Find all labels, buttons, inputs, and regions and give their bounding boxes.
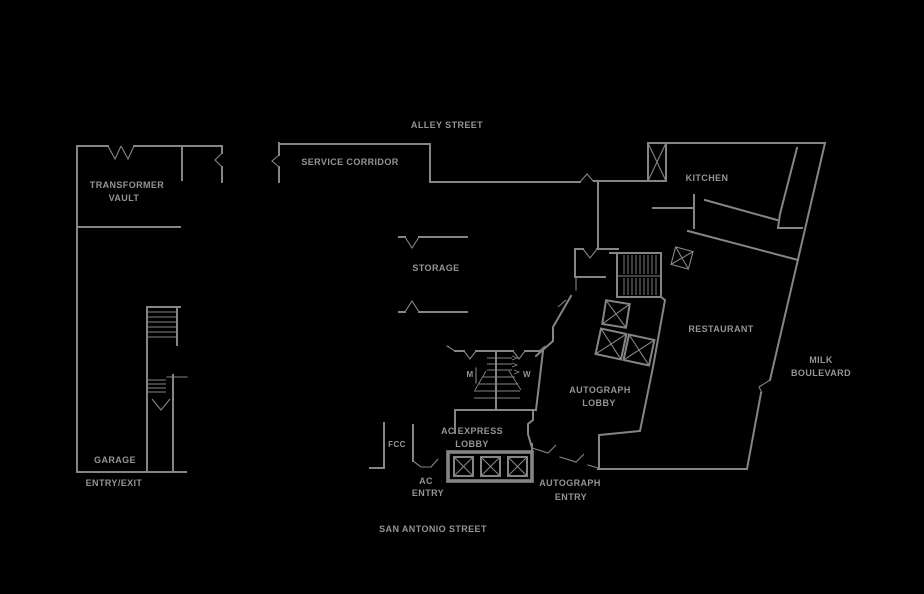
autograph-entry-doors-segment <box>531 447 549 454</box>
milk-boulevard-label-line1: MILK <box>809 355 833 365</box>
garage-walls-segment <box>147 311 177 338</box>
building-east-edge-segment <box>745 391 763 471</box>
core-elevator-3-segment <box>622 333 656 367</box>
core-elevator-1 <box>601 299 631 329</box>
lobby-corridor-wall <box>534 294 573 358</box>
kitchen-walls-segment <box>647 142 667 182</box>
kitchen-walls-segment <box>647 142 667 182</box>
transformer-vault-walls <box>76 145 223 473</box>
restaurant-label: RESTAURANT <box>688 324 753 334</box>
garage-walls-segment <box>148 379 166 393</box>
transformer-vault-walls-segment <box>107 145 122 161</box>
autograph-entry-doors-segment <box>587 464 599 469</box>
autograph-lobby-walls <box>597 295 748 470</box>
ac-express-lobby-label-line1: AC EXPRESS <box>441 426 503 436</box>
core-elevator-2-segment <box>594 327 628 361</box>
restroom-stair-block-segment <box>534 349 545 412</box>
lobby-corridor-wall-segment <box>534 294 573 358</box>
transformer-vault-label-line2: VAULT <box>109 193 140 203</box>
restroom-stair-block-segment <box>511 355 521 375</box>
ac-entry-label-line1: AC <box>419 476 433 486</box>
core-stair-segment <box>623 278 657 295</box>
restroom-stair-block-segment <box>474 357 520 399</box>
storage-walls-segment <box>404 236 420 250</box>
garage-walls-segment <box>151 398 171 411</box>
transformer-vault-walls-segment <box>120 145 135 161</box>
building-east-edge-segment <box>768 141 827 382</box>
core-small-shaft <box>670 246 694 270</box>
lobby-corridor-wall-segment <box>557 299 567 308</box>
restroom-stair-block-segment <box>446 345 456 352</box>
alley-street-label: ALLEY STREET <box>411 120 483 130</box>
ac-express-elevator-bank-segment <box>446 450 534 483</box>
autograph-lobby-walls-segment <box>598 295 667 470</box>
storage-label: STORAGE <box>412 263 459 273</box>
restroom-stair-block-segment <box>512 350 526 360</box>
restroom-stair-block <box>446 345 545 412</box>
transformer-vault-walls-segment <box>214 152 223 168</box>
milk-boulevard-label-line2: BOULEVARD <box>791 368 851 378</box>
garage-walls <box>76 306 188 473</box>
transformer-vault-label-line1: TRANSFORMER <box>90 180 164 190</box>
kitchen-walls <box>647 142 826 262</box>
autograph-entry-label-line1: AUTOGRAPH <box>539 478 600 488</box>
mens-restroom-label: M <box>466 370 473 379</box>
storage-walls-segment <box>404 299 420 313</box>
kitchen-label: KITCHEN <box>686 173 729 183</box>
core-elevator-2-segment <box>594 327 628 361</box>
autograph-entry-doors-segment <box>547 444 557 454</box>
fcc-room-walls <box>369 422 439 469</box>
service-corridor-label: SERVICE CORRIDOR <box>301 157 398 167</box>
ac-entry-label-line2: ENTRY <box>412 488 444 498</box>
core-stair-segment <box>623 255 657 274</box>
core-closet <box>574 248 619 291</box>
ac-express-lobby-label-line2: LOBBY <box>455 439 489 449</box>
autograph-entry-doors <box>531 443 599 469</box>
restroom-stair-block-segment <box>474 370 522 391</box>
womens-restroom-label: W <box>523 370 531 379</box>
building-east-edge-segment <box>758 379 771 394</box>
autograph-entry-doors-segment <box>559 456 577 463</box>
service-corridor-walls-segment <box>579 173 595 183</box>
restroom-stair-block-segment <box>463 350 477 360</box>
service-corridor-walls-segment <box>278 143 581 183</box>
autograph-entry-label-line2: ENTRY <box>555 492 587 502</box>
core-elevator-2 <box>594 327 628 361</box>
core-elevator-3-segment <box>622 333 656 367</box>
kitchen-walls-segment <box>703 198 779 222</box>
storage-walls <box>398 236 468 313</box>
autograph-lobby-label-line1: AUTOGRAPH <box>569 385 630 395</box>
kitchen-walls-segment <box>686 229 800 262</box>
ac-lobby-walls-segment <box>527 409 534 450</box>
core-small-shaft-segment <box>670 246 694 270</box>
core-closet-segment <box>582 248 598 259</box>
core-elevator-1-segment <box>601 299 631 329</box>
service-corridor-walls <box>271 142 649 250</box>
autograph-entry-doors-segment <box>575 453 585 463</box>
ac-express-elevator-bank-segment <box>453 456 474 477</box>
ac-express-elevator-bank-segment <box>507 456 528 477</box>
service-corridor-walls-segment <box>271 154 280 168</box>
ac-express-elevator-bank-segment <box>507 456 528 477</box>
core-small-shaft-segment <box>670 246 694 270</box>
building-east-edge <box>745 141 827 471</box>
ac-express-elevator-bank-segment <box>480 456 501 477</box>
garage-label: GARAGE <box>94 455 136 465</box>
core-stair <box>609 252 662 298</box>
ac-express-elevator-bank <box>446 450 534 483</box>
kitchen-walls-segment <box>776 146 803 229</box>
fcc-room-walls-segment <box>412 460 432 468</box>
core-elevator-3 <box>622 333 656 367</box>
ac-lobby-walls <box>454 409 534 450</box>
garage-entry-exit-label: ENTRY/EXIT <box>86 478 143 488</box>
fcc-label: FCC <box>388 440 406 449</box>
fcc-room-walls-segment <box>430 458 439 468</box>
ac-express-elevator-bank-segment <box>453 456 474 477</box>
labels: ALLEY STREET SERVICE CORRIDOR TRANSFORME… <box>86 120 851 534</box>
ac-express-elevator-bank-segment <box>480 456 501 477</box>
autograph-lobby-label-line2: LOBBY <box>582 398 616 408</box>
core-elevator-1-segment <box>601 299 631 329</box>
san-antonio-street-label: SAN ANTONIO STREET <box>379 524 487 534</box>
